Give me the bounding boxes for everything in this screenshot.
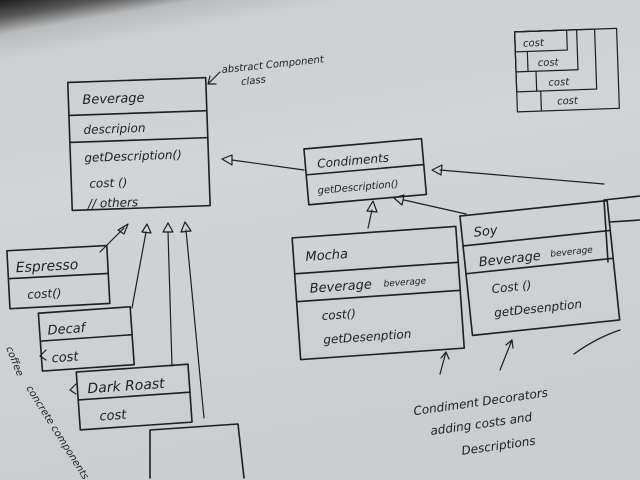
- concrete-note-arrow-2: [69, 383, 77, 395]
- espresso-class: Espresso cost(): [6, 244, 111, 310]
- decaf-inheritance-head: [141, 223, 152, 234]
- decaf-class: Decaf cost: [37, 305, 135, 372]
- cost-stack-label-4: cost: [557, 96, 579, 108]
- soy-class: Soy Beverage beverage Cost () getDesenpt…: [459, 199, 621, 337]
- cost-stack-label-2: cost: [538, 57, 560, 69]
- extra-inheritance-head: [180, 221, 192, 233]
- extra-inheritance-line: [185, 229, 205, 419]
- espresso-inheritance-head: [117, 223, 129, 235]
- decaf-class-name: Decaf: [47, 321, 88, 339]
- decorator-note-line-2: adding costs and: [429, 410, 533, 438]
- mocha-method-1: cost(): [321, 307, 356, 323]
- beverage-method-2: cost (): [89, 175, 128, 190]
- beverage-class: Beverage descripion getDescription() cos…: [66, 76, 211, 212]
- abstract-note-line-2: class: [241, 75, 267, 89]
- dark-roast-class-name: Dark Roast: [87, 376, 166, 397]
- decaf-method: cost: [51, 349, 80, 366]
- dark-roast-class: Dark Roast cost: [75, 363, 193, 431]
- espresso-class-name: Espresso: [15, 257, 78, 276]
- condiments-inheritance-line: [231, 159, 305, 171]
- soy-method-1: Cost (): [491, 278, 532, 296]
- decaf-inheritance-line: [131, 231, 147, 309]
- mocha-class-name: Mocha: [305, 247, 348, 265]
- decorator-note: Condiment Decorators adding costs and De…: [413, 385, 549, 458]
- mocha-field-type: beverage: [383, 277, 427, 290]
- decorator-note-arrow-3: [573, 329, 621, 355]
- condiments-class: Condiments getDescription(): [303, 137, 428, 206]
- decorator-note-arrow-2: [499, 339, 514, 371]
- decorator-note-line-3: Descriptions: [461, 434, 537, 458]
- concrete-components-note: coffee concrete components: [3, 345, 90, 480]
- cost-stack: cost cost cost cost: [514, 27, 620, 113]
- beverage-method-1: getDescription(): [84, 148, 182, 165]
- abstract-note-line-1: abstract Component: [221, 54, 325, 76]
- cost-stack-label-1: cost: [523, 38, 545, 50]
- soy-class-name: Soy: [473, 223, 499, 240]
- mocha-inheritance-line: [367, 209, 373, 229]
- abstract-note-arrow: [207, 71, 221, 85]
- soy-inheritance-line: [403, 199, 467, 215]
- mocha-inheritance-head: [366, 200, 378, 213]
- partial-decorator-head: [431, 164, 443, 176]
- condiments-class-name: Condiments: [317, 151, 390, 171]
- beverage-method-3: // others: [87, 195, 139, 211]
- abstract-component-note: abstract Component class: [221, 54, 325, 89]
- partial-decorator-box: [603, 195, 640, 263]
- partial-class-box: [149, 423, 245, 479]
- beverage-field: descripion: [83, 121, 145, 137]
- dark-roast-inheritance-line: [167, 231, 173, 367]
- partial-decorator-line: [439, 169, 605, 185]
- condiments-inheritance-head: [221, 154, 233, 166]
- soy-inheritance-head: [393, 194, 405, 206]
- dark-roast-inheritance-head: [162, 222, 174, 233]
- mocha-method-2: getDesenption: [323, 327, 412, 347]
- concrete-note-line-1: coffee: [3, 345, 25, 378]
- soy-method-2: getDesenption: [494, 297, 583, 320]
- soy-field-type: beverage: [550, 245, 594, 259]
- soy-field: Beverage: [478, 249, 541, 270]
- mocha-class: Mocha Beverage beverage cost() getDesenp…: [291, 225, 466, 361]
- espresso-method: cost(): [27, 286, 62, 302]
- concrete-note-line-2: concrete components: [23, 384, 90, 480]
- cost-stack-label-3: cost: [548, 77, 570, 89]
- dark-roast-method: cost: [99, 408, 128, 425]
- mocha-field: Beverage: [309, 277, 372, 296]
- decorator-note-arrow-1: [439, 351, 450, 375]
- condiments-method: getDescription(): [317, 179, 399, 197]
- concrete-note-arrow-1: [39, 349, 47, 361]
- beverage-class-name: Beverage: [82, 91, 145, 108]
